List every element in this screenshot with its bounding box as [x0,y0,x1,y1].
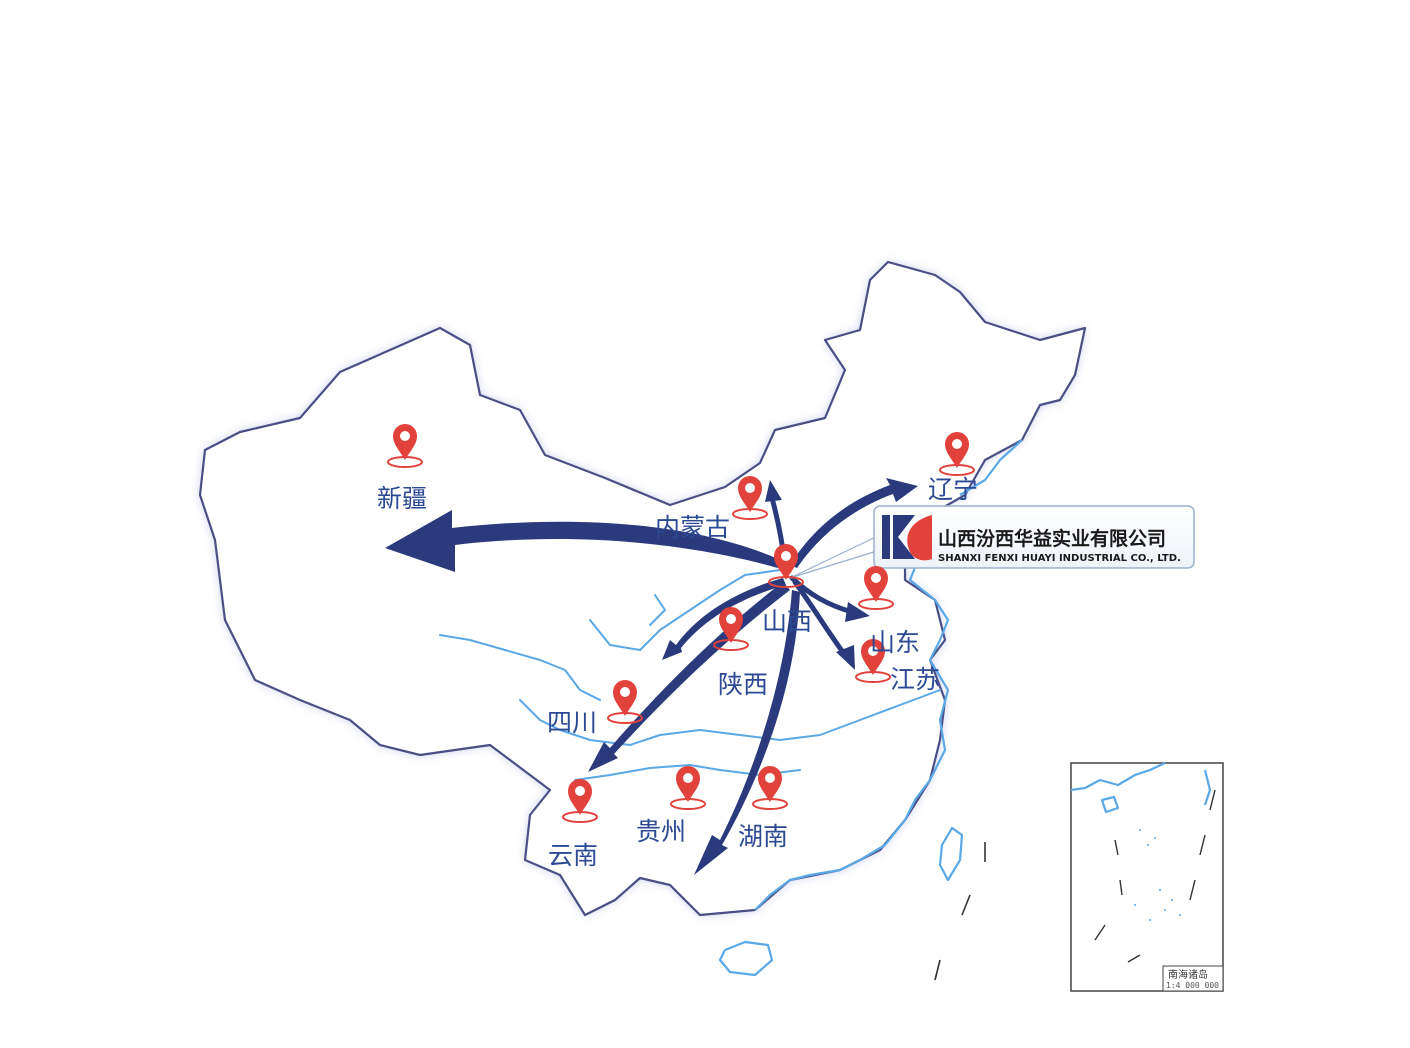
map-pin-icon [752,766,788,810]
logo-pointer [789,534,881,579]
label-guizhou: 贵州 [636,817,686,846]
arrow-to-xinjiang [385,510,785,572]
arrow-to-liaoning [790,478,918,568]
label-shanxi: 山西 [762,607,812,636]
inset-scale: 1:4 000 000 [1166,981,1219,990]
label-hunan: 湖南 [738,822,788,851]
map-pin-icon [939,432,975,476]
south-china-sea-inset: 南海诸岛 1:4 000 000 [1070,762,1224,992]
label-shaanxi: 陕西 [718,670,768,699]
label-liaoning: 辽宁 [928,475,978,504]
inset-title: 南海诸岛 [1168,968,1208,981]
region-pins [387,424,975,823]
coastline [718,439,1023,977]
label-jiangsu: 江苏 [890,665,940,694]
company-logo-box: 山西汾西华益实业有限公司 SHANXI FENXI HUAYI INDUSTRI… [873,505,1195,569]
company-name-cn: 山西汾西华益实业有限公司 [938,527,1166,550]
hainan-island [718,940,774,977]
arrow-to-hunan [694,590,800,875]
label-xinjiang: 新疆 [377,484,427,513]
rivers [439,569,941,781]
label-yunnan: 云南 [548,841,598,870]
map-pin-icon [768,544,804,588]
map-pin-icon [562,779,598,823]
map-pin-icon [858,566,894,610]
label-shandong: 山东 [870,628,920,657]
sea-boundary-dashes [934,842,986,981]
label-neimenggu: 内蒙古 [655,513,730,542]
arrow-to-jiangsu [792,579,848,658]
map-pin-icon [732,476,768,520]
map-pin-icon [387,424,423,468]
map-pin-icon [713,607,749,651]
map-pin-icon [855,639,891,683]
region-labels: 新疆 内蒙古 辽宁 山西 山东 江苏 陕西 四川 云南 贵州 湖南 [377,475,978,870]
china-border [198,260,1087,917]
taiwan-island [938,826,964,882]
huayi-logo-icon [882,515,932,561]
label-sichuan: 四川 [547,708,597,737]
map-pin-icon [670,766,706,810]
company-name-en: SHANXI FENXI HUAYI INDUSTRIAL CO., LTD. [938,553,1181,564]
map-pin-icon [607,680,643,724]
